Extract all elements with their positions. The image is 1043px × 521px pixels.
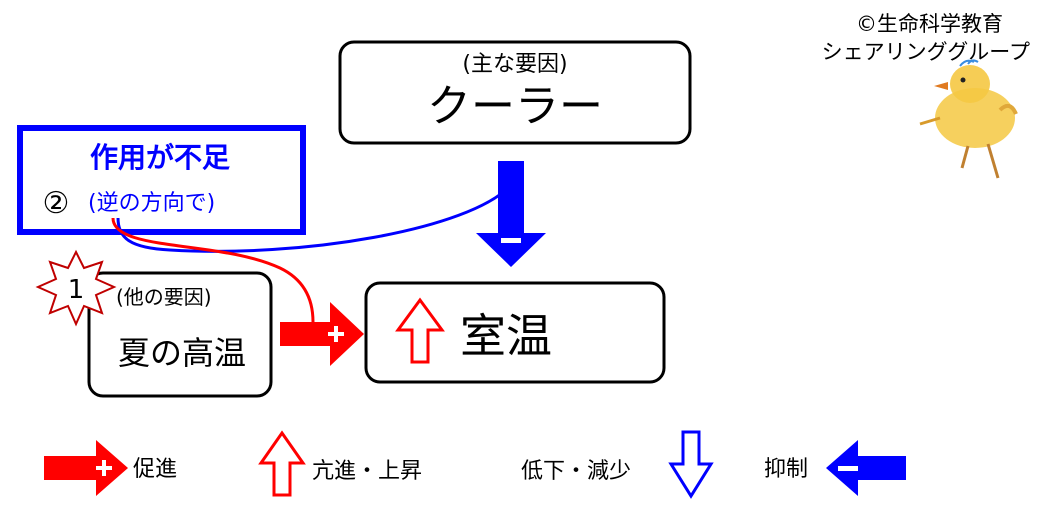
main-factor-name: クーラー [427,81,603,132]
target-increase-arrow [395,297,445,364]
starburst-badge: 1 [35,249,117,327]
insufficient-action-note: (逆の方向で) [88,191,215,216]
legend-promote-label: 促進 [133,457,177,482]
insufficient-action-box: 作用が不足 ② (逆の方向で) [17,125,306,235]
blue-connector-line [116,183,513,253]
insufficient-action-number: ② [43,186,70,221]
credit-line-1: ©生命科学教育 [856,12,1003,36]
main-factor-suppress-arrow [476,161,546,267]
legend: 促進 亢進・上昇 低下・減少 抑制 [44,430,906,499]
credit-line-2: シェアリンググループ [822,40,1030,64]
legend-promote: 促進 [44,440,177,496]
other-factor-caption: (他の要因) [116,285,212,309]
main-factor-caption: (主な要因) [462,52,567,77]
legend-decrease-label: 低下・減少 [521,459,631,484]
legend-suppress: 抑制 [764,440,906,496]
legend-increase: 亢進・上昇 [258,430,422,497]
other-factor-box: (他の要因) 夏の高温 [87,271,273,398]
target-name: 室温 [460,309,552,363]
starburst-number: 1 [68,275,85,305]
legend-increase-label: 亢進・上昇 [312,459,422,484]
legend-decrease: 低下・減少 [521,430,714,499]
other-factor-name: 夏の高温 [118,334,246,372]
legend-suppress-label: 抑制 [764,457,808,482]
red-connector-line [111,217,315,323]
insufficient-action-title: 作用が不足 [90,141,230,174]
other-factor-promote-arrow [280,302,364,366]
main-factor-box: (主な要因) クーラー [338,40,692,145]
chick-illustration [919,59,1018,179]
target-box: 室温 [364,281,666,384]
